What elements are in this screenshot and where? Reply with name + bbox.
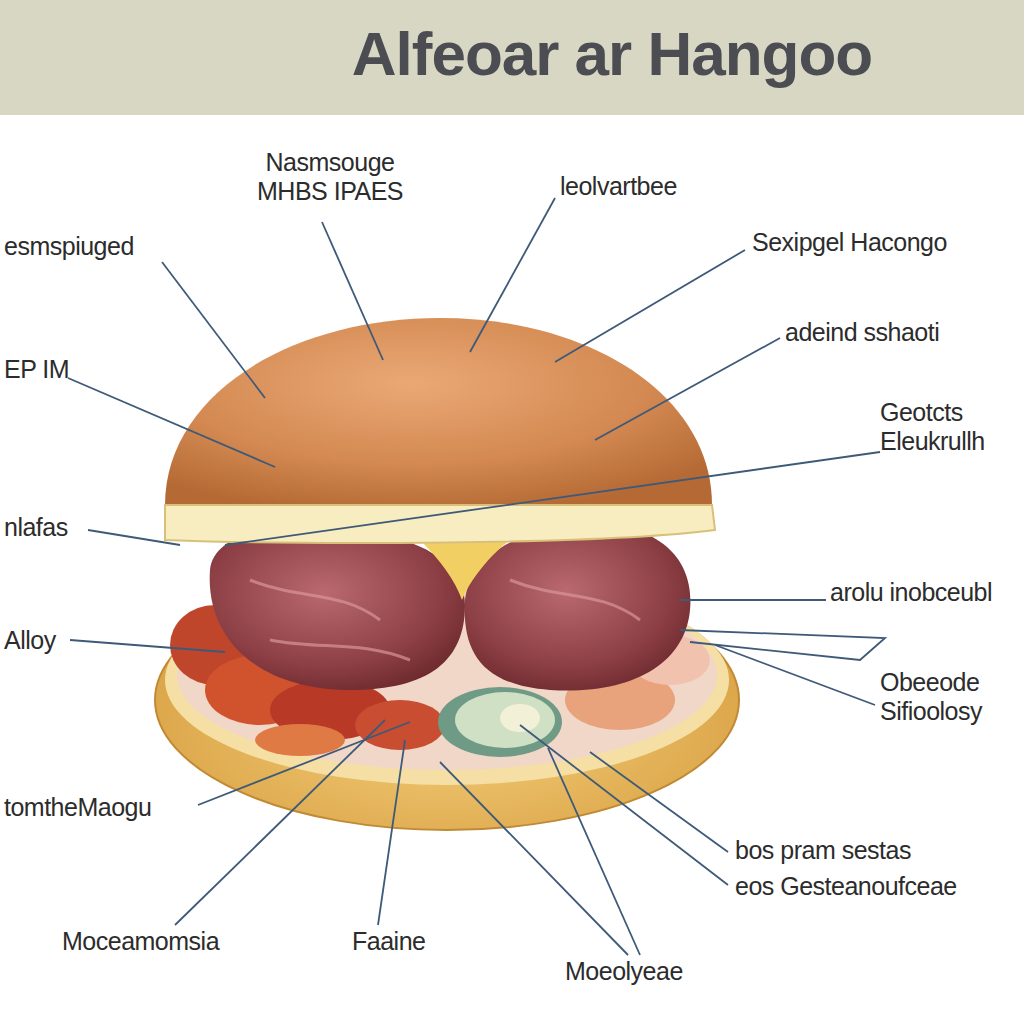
callout-label: EP IM xyxy=(4,355,69,384)
callout-label: tomtheMaogu xyxy=(4,793,151,822)
callout-label: adeind sshaoti xyxy=(785,318,939,347)
callout-label: nlafas xyxy=(4,513,68,542)
callout-label: leolvartbee xyxy=(560,172,677,201)
callout-label: arolu inobceubl xyxy=(830,578,992,607)
callout-label: Moeolyeae xyxy=(565,957,683,986)
callout-label: Faaine xyxy=(352,927,425,956)
callout-label: Nasmsouge MHBS IPAES xyxy=(240,148,420,206)
callout-label: Alloy xyxy=(4,626,56,655)
callout-label: bos pram sestas xyxy=(735,836,911,865)
callout-label: Geotcts Eleukrullh xyxy=(880,398,1020,456)
callout-label: eos Gesteanoufceae xyxy=(735,872,957,901)
callout-label: Sexipgel Hacongo xyxy=(752,228,947,257)
callout-label: esmspiuged xyxy=(4,232,134,261)
callout-label: Moceamomsia xyxy=(62,927,219,956)
callout-label: Obeeode Sifioolosy xyxy=(880,668,1020,726)
diagram-title: Alfeoar ar Hangoo xyxy=(0,18,1024,89)
